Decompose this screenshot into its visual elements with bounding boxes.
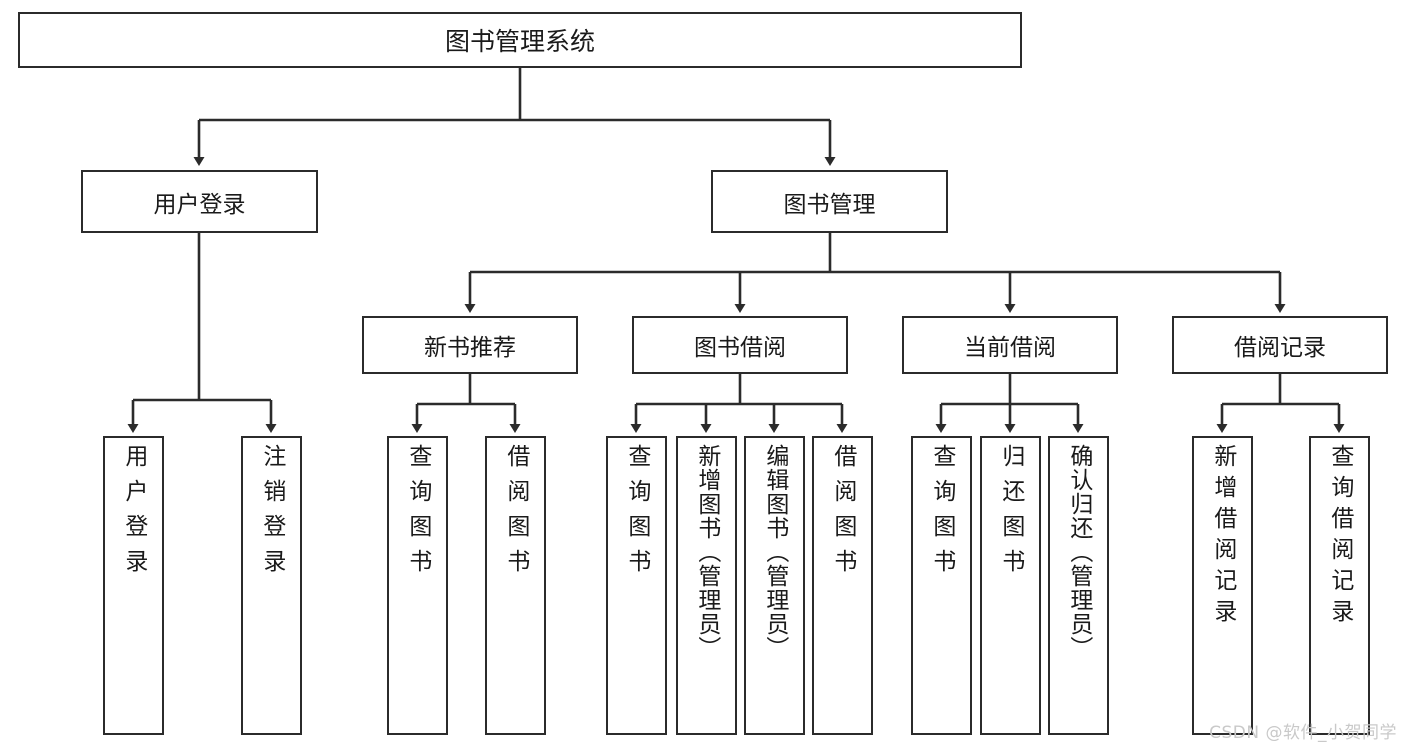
node-root-label: 图书管理系统: [444, 27, 595, 56]
node-user-login[interactable]: 用户登录: [81, 170, 318, 233]
node-borrow-record-label: 借阅记录: [1234, 335, 1326, 361]
node-leaf-logout-login[interactable]: 注销登录: [241, 436, 302, 735]
node-root[interactable]: 图书管理系统: [18, 12, 1022, 68]
node-leaf-query-book-3[interactable]: 查询图书: [911, 436, 972, 735]
node-leaf-add-record-label: 新增借阅记录: [1209, 444, 1236, 630]
node-current-borrow[interactable]: 当前借阅: [902, 316, 1118, 374]
node-leaf-add-record[interactable]: 新增借阅记录: [1192, 436, 1253, 735]
node-borrow-record[interactable]: 借阅记录: [1172, 316, 1388, 374]
node-leaf-confirm-return-label: 确认归还（管理员）: [1065, 444, 1092, 660]
node-leaf-return-book[interactable]: 归还图书: [980, 436, 1041, 735]
node-leaf-confirm-return[interactable]: 确认归还（管理员）: [1048, 436, 1109, 735]
node-new-book-rec-label: 新书推荐: [424, 335, 516, 361]
node-leaf-add-book[interactable]: 新增图书（管理员）: [676, 436, 737, 735]
node-leaf-user-login-label: 用户登录: [120, 444, 147, 584]
node-leaf-user-login[interactable]: 用户登录: [103, 436, 164, 735]
watermark: CSDN @软件_小贺同学: [1209, 723, 1397, 743]
node-leaf-edit-book-label: 编辑图书（管理员）: [761, 444, 788, 660]
node-book-manage[interactable]: 图书管理: [711, 170, 948, 233]
node-leaf-return-book-label: 归还图书: [997, 444, 1024, 584]
node-user-login-label: 用户登录: [153, 191, 246, 218]
node-leaf-logout-login-label: 注销登录: [258, 444, 285, 584]
node-leaf-query-book-1-label: 查询图书: [404, 444, 431, 584]
node-leaf-query-record[interactable]: 查询借阅记录: [1309, 436, 1370, 735]
node-leaf-add-book-label: 新增图书（管理员）: [693, 444, 720, 660]
node-current-borrow-label: 当前借阅: [964, 335, 1056, 361]
node-leaf-query-record-label: 查询借阅记录: [1326, 444, 1353, 630]
node-leaf-borrow-book-2-label: 借阅图书: [829, 444, 856, 584]
node-leaf-edit-book[interactable]: 编辑图书（管理员）: [744, 436, 805, 735]
node-leaf-query-book-1[interactable]: 查询图书: [387, 436, 448, 735]
node-leaf-borrow-book-2[interactable]: 借阅图书: [812, 436, 873, 735]
node-book-borrow[interactable]: 图书借阅: [632, 316, 848, 374]
node-leaf-borrow-book-1[interactable]: 借阅图书: [485, 436, 546, 735]
node-new-book-rec[interactable]: 新书推荐: [362, 316, 578, 374]
node-leaf-query-book-3-label: 查询图书: [928, 444, 955, 584]
node-leaf-borrow-book-1-label: 借阅图书: [502, 444, 529, 584]
node-leaf-query-book-2-label: 查询图书: [623, 444, 650, 584]
node-book-manage-label: 图书管理: [783, 191, 876, 218]
node-book-borrow-label: 图书借阅: [694, 335, 786, 361]
node-leaf-query-book-2[interactable]: 查询图书: [606, 436, 667, 735]
